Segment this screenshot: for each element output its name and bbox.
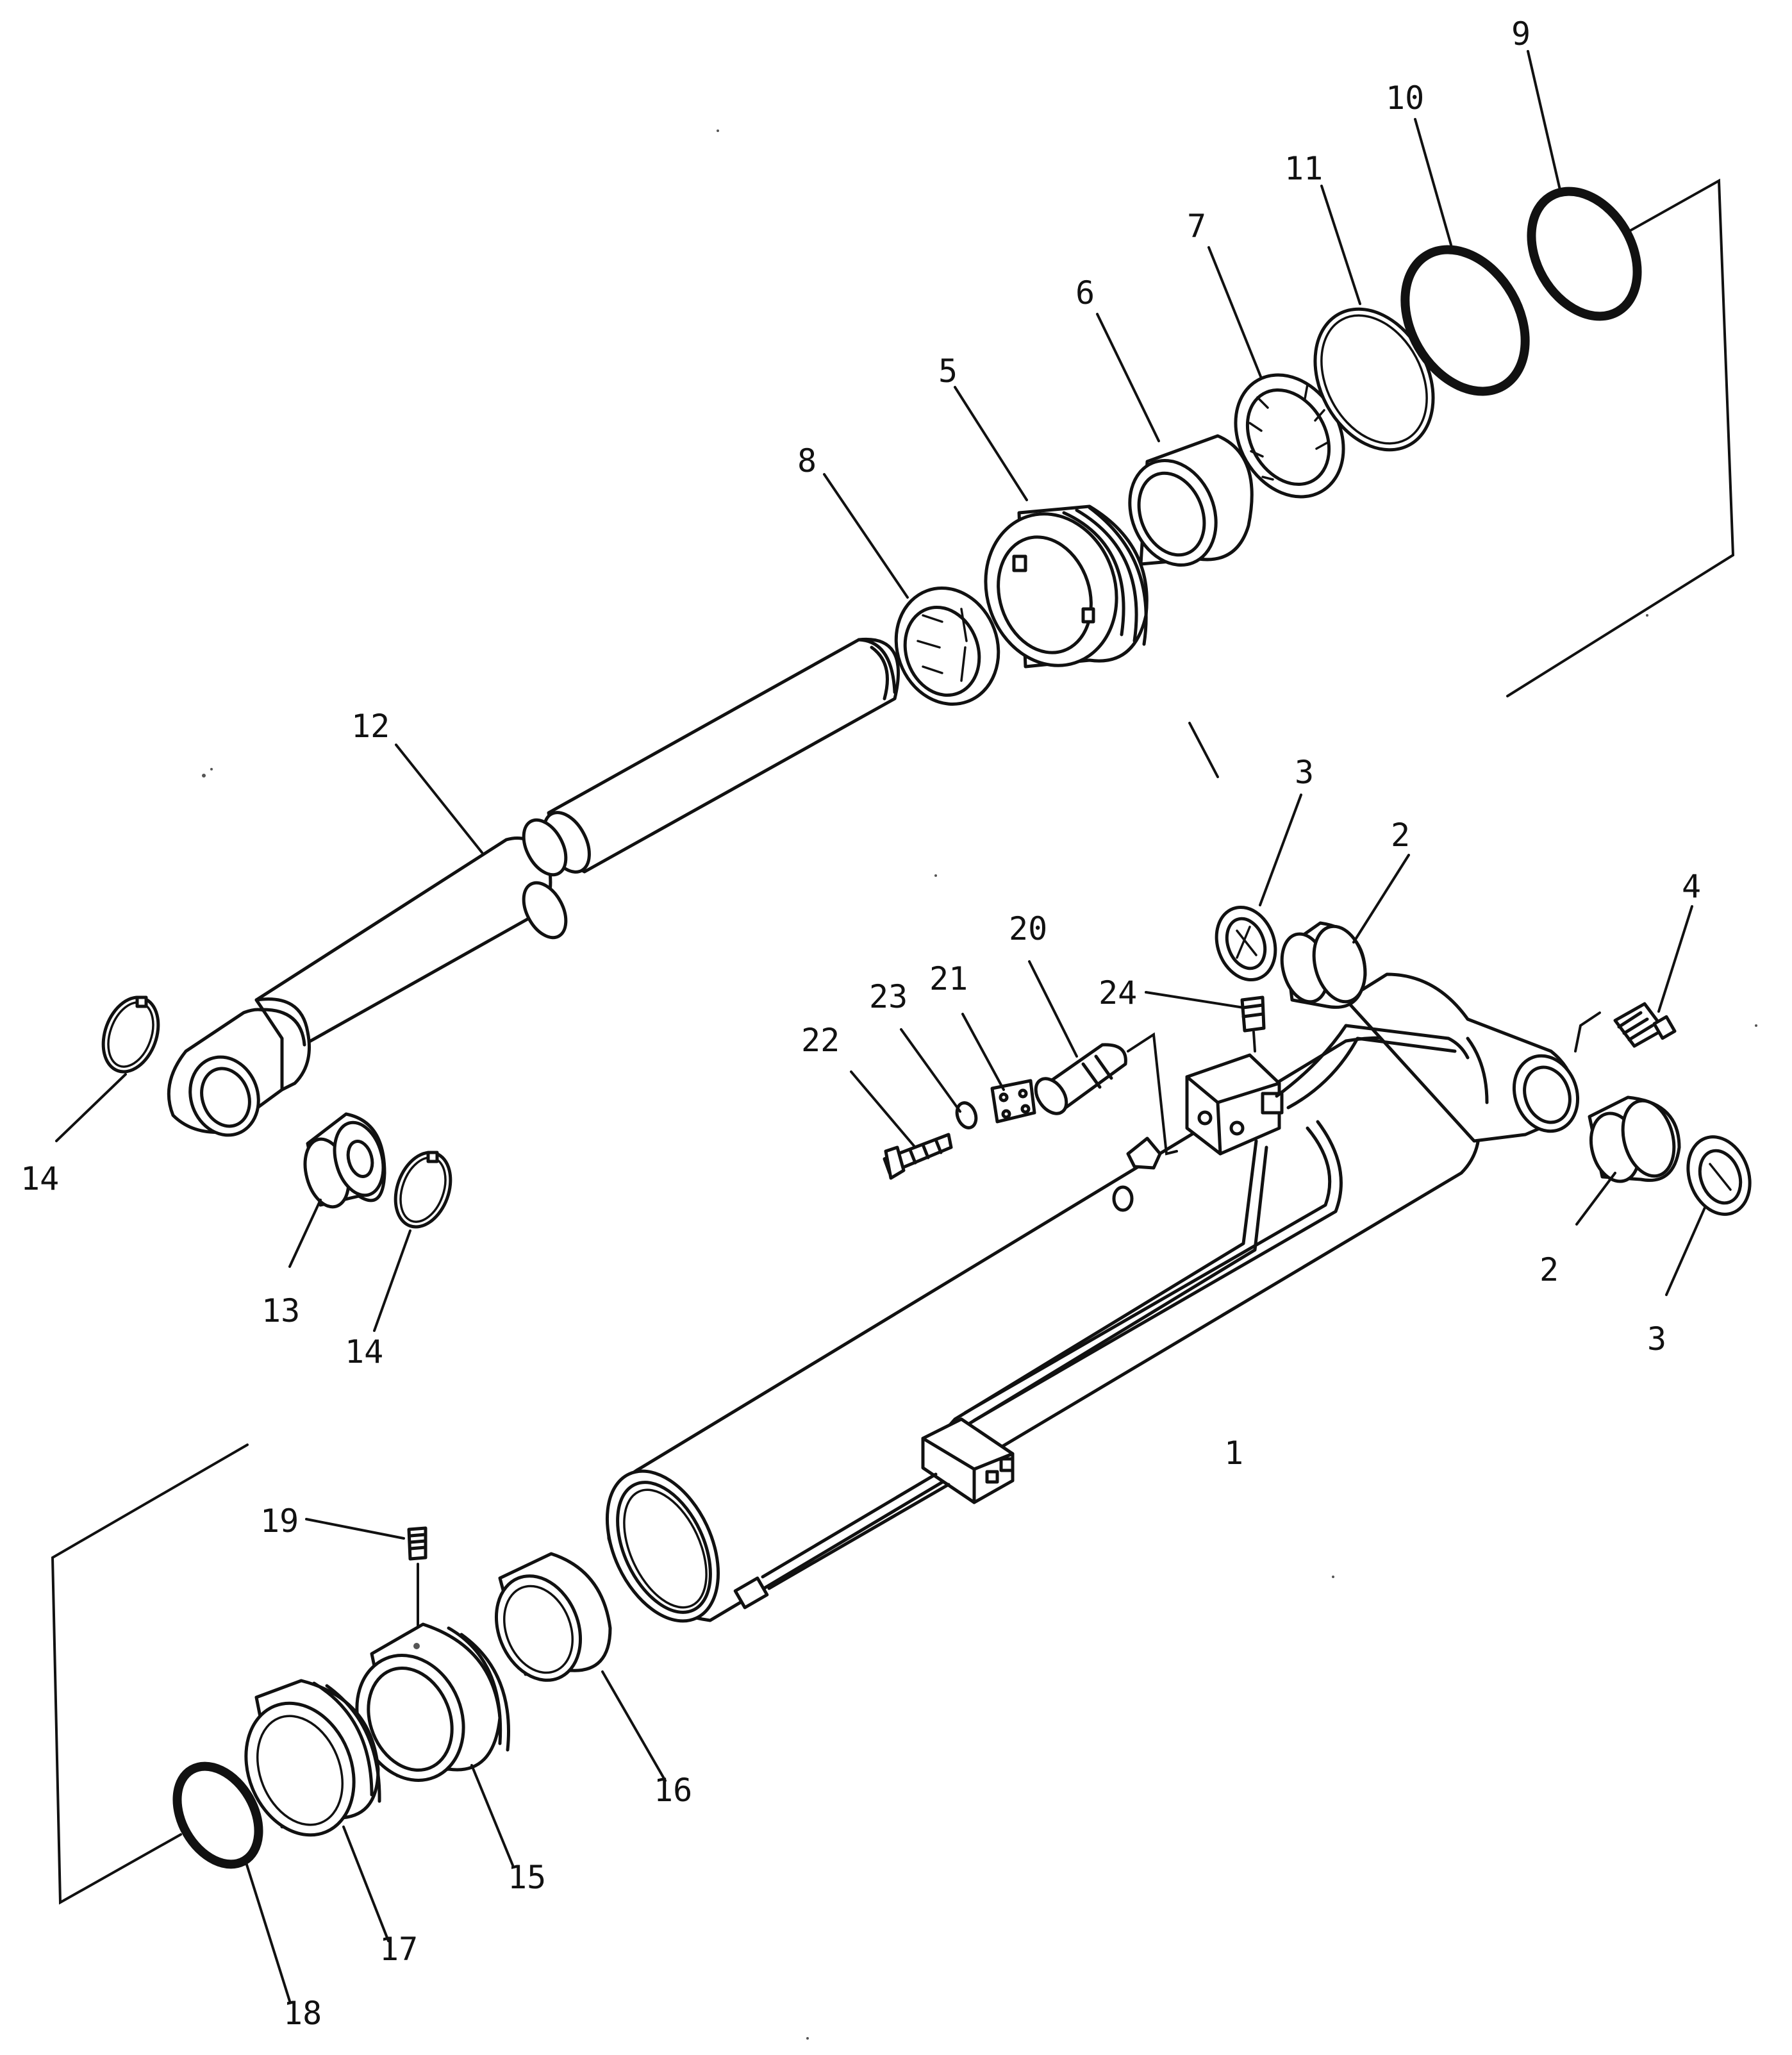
part-2-bushing-upper (1280, 921, 1367, 1009)
part-10-o-ring (1400, 245, 1530, 396)
part-2-bushing-lower (1588, 1095, 1681, 1183)
callout-24: 24 (1099, 974, 1137, 1011)
callout-22: 22 (801, 1022, 840, 1059)
part-19-set-screw (407, 1526, 427, 1627)
part-12-piston-rod (167, 637, 900, 1137)
callout-12: 12 (351, 708, 390, 745)
callout-20: 20 (1009, 910, 1047, 947)
callout-labels: 1 2 2 3 3 4 5 6 7 8 9 10 11 12 13 14 14 … (21, 15, 1701, 2032)
callout-3: 3 (1295, 754, 1314, 791)
callout-19: 19 (260, 1502, 299, 1540)
callout-21: 21 (929, 960, 968, 997)
part-9-o-ring (1527, 187, 1642, 321)
callout-14: 14 (21, 1160, 59, 1197)
callout-13: 13 (261, 1292, 300, 1329)
callout-18: 18 (283, 1995, 322, 2032)
callout-10: 10 (1386, 79, 1424, 117)
exploded-bracket-upper (1506, 178, 1735, 697)
callout-3: 3 (1647, 1320, 1666, 1358)
callout-16: 16 (654, 1772, 692, 1809)
callout-17: 17 (379, 1931, 418, 1968)
callout-11: 11 (1284, 150, 1323, 187)
part-3-seal-lower (1686, 1135, 1752, 1216)
scan-noise (202, 129, 1757, 2040)
part-17-nut (244, 1679, 381, 1837)
part-6-bushing (1128, 434, 1254, 567)
part-23-washer (955, 1101, 978, 1129)
callout-8: 8 (797, 442, 817, 479)
part-3-seal-upper (1215, 905, 1277, 982)
callout-2: 2 (1391, 817, 1410, 854)
part-18-o-ring (172, 1761, 263, 1869)
part-7-packing (1234, 373, 1345, 499)
part-15-piston (355, 1622, 510, 1782)
part-14-snap-ring-b (394, 1151, 452, 1229)
small-fitting-bracket (1112, 1136, 1162, 1212)
callout-23: 23 (869, 978, 908, 1015)
part-22-bolt (883, 1133, 953, 1180)
callout-15: 15 (508, 1859, 546, 1896)
exploded-bracket-lower (51, 1443, 249, 1905)
part-21-gasket-plate (990, 1079, 1036, 1124)
callout-4: 4 (1682, 868, 1701, 905)
part-13-bushing (303, 1112, 386, 1209)
callout-2: 2 (1539, 1251, 1559, 1288)
callout-6: 6 (1075, 274, 1095, 312)
callout-1: 1 (1224, 1435, 1243, 1472)
part-4-grease-fitting (1574, 1002, 1677, 1052)
callout-7: 7 (1187, 208, 1206, 245)
callout-9: 9 (1511, 15, 1531, 53)
part-20-valve-plug (1034, 1032, 1178, 1156)
part-8-ring (894, 587, 1000, 706)
part-1-cylinder-tube (605, 972, 1580, 1623)
part-5-cylinder-head (984, 504, 1149, 669)
part-24-plug (1240, 995, 1266, 1052)
leader-lines (55, 50, 1706, 2002)
callout-5: 5 (938, 353, 958, 390)
part-16-piston-ring (494, 1552, 612, 1682)
callout-14: 14 (345, 1333, 383, 1370)
part-14-snap-ring-a (101, 995, 160, 1074)
